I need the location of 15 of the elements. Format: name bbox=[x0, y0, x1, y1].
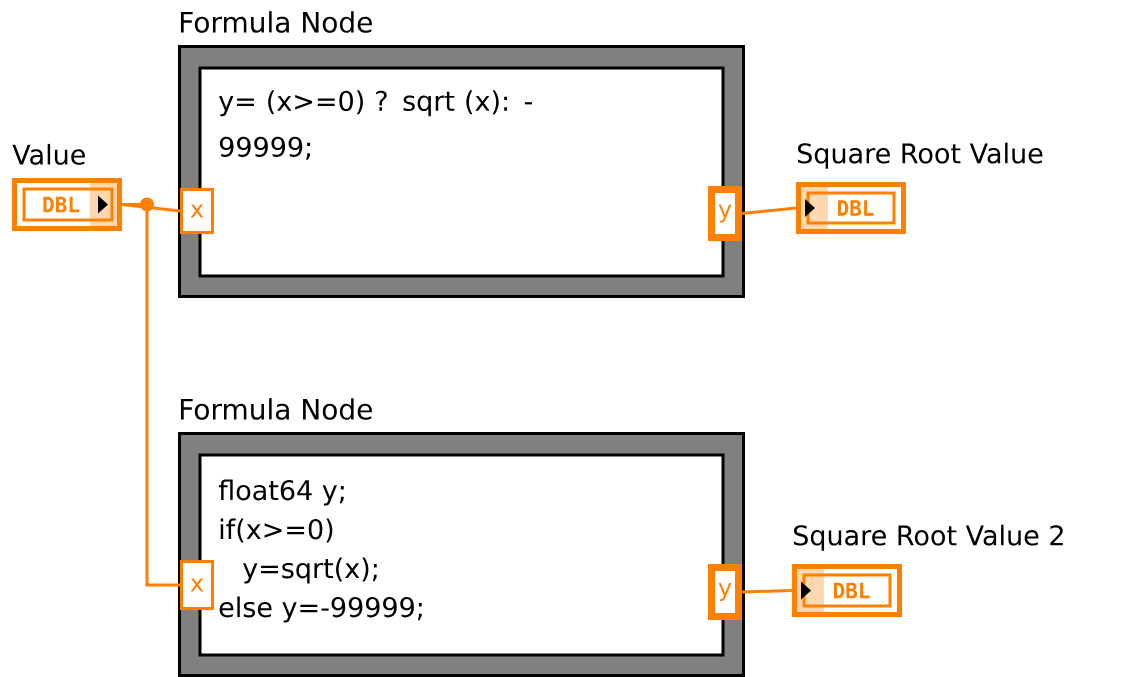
output-terminal: y bbox=[708, 186, 742, 241]
input-terminal: x bbox=[180, 560, 214, 610]
wire bbox=[122, 203, 180, 587]
wire bbox=[741, 589, 793, 594]
output-terminal: y bbox=[708, 564, 742, 620]
numeric-indicator: Square Root Value 2 DBL bbox=[792, 524, 1063, 617]
input-terminal: x bbox=[180, 188, 214, 234]
node-label: Square Root Value 2 bbox=[794, 524, 1063, 551]
node-label: Value bbox=[12, 143, 85, 165]
numeric-control: Value DBL bbox=[12, 143, 122, 231]
node-label: Square Root Value bbox=[798, 142, 1043, 169]
wire bbox=[741, 206, 797, 215]
node-label: Formula Node bbox=[180, 11, 372, 33]
node-label: Formula Node bbox=[180, 398, 372, 420]
numeric-indicator: Square Root Value DBL bbox=[796, 142, 1043, 234]
